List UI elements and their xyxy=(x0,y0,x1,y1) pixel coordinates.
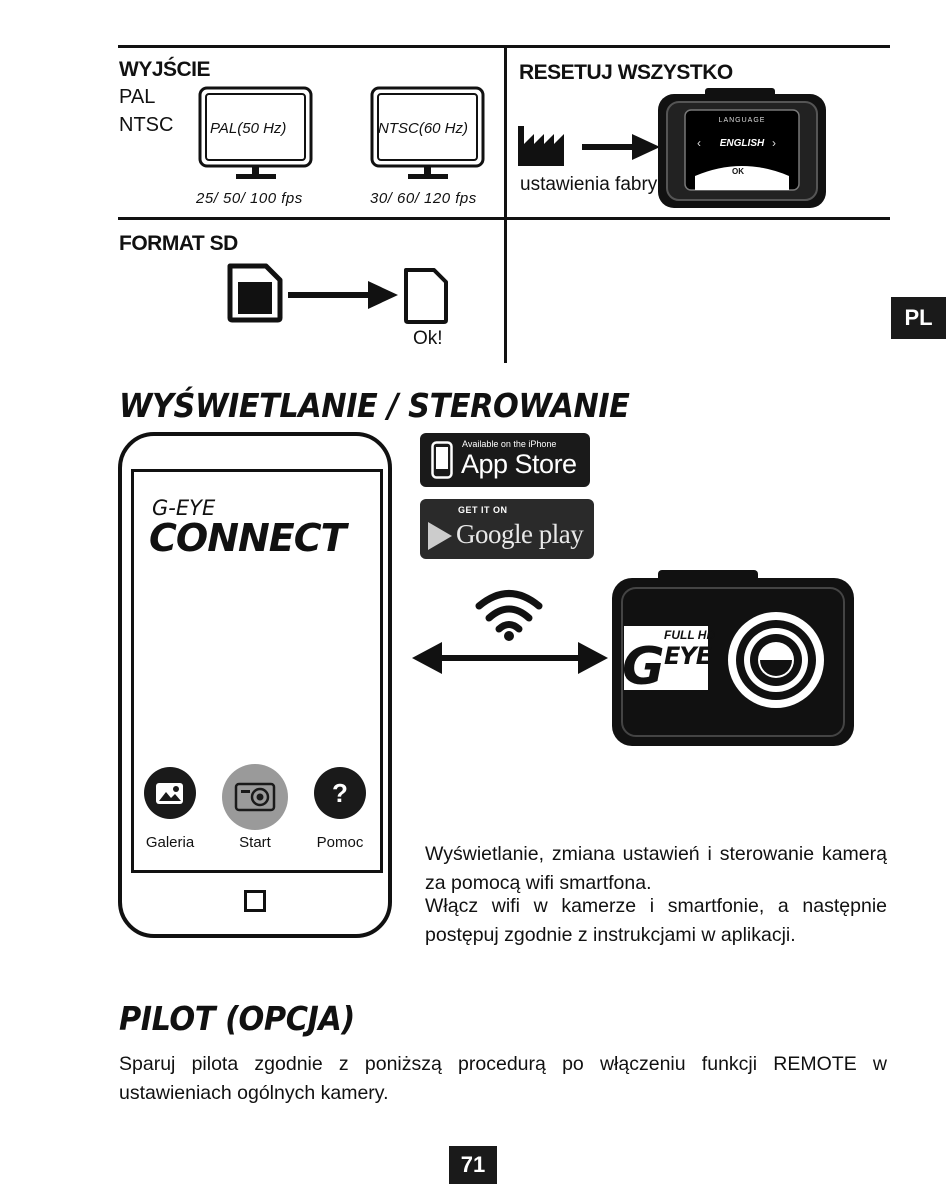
pilot-paragraph: Sparuj pilota zgodnie z poniższą procedu… xyxy=(119,1053,887,1104)
page-number: 71 xyxy=(449,1146,497,1184)
app-store-small-text: Available on the iPhone xyxy=(462,439,557,449)
empty-card-icon xyxy=(404,268,448,324)
camera-back-icon xyxy=(658,88,826,208)
display-paragraph-2: Włącz wifi w kamerze i smartfonie, a nas… xyxy=(425,895,887,946)
google-play-small-text: GET IT ON xyxy=(458,505,508,515)
google-play-big-text: Google play xyxy=(456,519,584,549)
smartphone-screen xyxy=(131,469,383,873)
format-ok-label: Ok! xyxy=(413,328,443,349)
sd-card-icon xyxy=(227,263,283,323)
display-paragraph-1: Wyświetlanie, zmiana ustawień i sterowan… xyxy=(425,843,887,894)
pilot-section-title: PILOT (OPCJA) xyxy=(119,999,355,1038)
help-button[interactable]: ? xyxy=(314,767,366,819)
app-logo-geye: G-EYE xyxy=(152,496,216,520)
app-logo-bottom: CONNECT xyxy=(149,516,347,560)
app-store-big-text: App Store xyxy=(461,449,577,479)
gallery-button[interactable] xyxy=(144,767,196,819)
smartphone xyxy=(118,432,392,938)
camera-g-letter: G xyxy=(622,637,665,697)
start-label: Start xyxy=(239,834,271,851)
factory-caption: ustawienia fabryczne xyxy=(520,174,698,195)
camera-screen-left-icon: ‹ xyxy=(697,136,701,150)
format-heading: FORMAT SD xyxy=(119,232,238,255)
camera-screen-right-icon: › xyxy=(772,136,776,150)
format-arrow-icon xyxy=(288,281,398,309)
camera-screen-value: ENGLISH xyxy=(719,138,765,149)
reset-arrow-icon xyxy=(582,134,660,160)
bidirectional-arrow-icon xyxy=(412,642,608,674)
table-vertical-rule xyxy=(504,45,507,363)
output-heading: WYJŚCIE xyxy=(119,58,211,81)
factory-icon xyxy=(518,126,564,166)
ntsc-monitor-icon xyxy=(370,86,485,179)
display-section-title: WYŚWIETLANIE / STEROWANIE xyxy=(119,386,630,425)
gallery-icon xyxy=(156,783,183,804)
help-label: Pomoc xyxy=(316,834,364,851)
camera-screen-language: LANGUAGE xyxy=(718,117,766,124)
app-logo-top: G-EYE xyxy=(152,496,215,520)
google-play-badge[interactable]: GET IT ON Google play xyxy=(420,499,594,559)
action-camera-icon xyxy=(612,570,854,746)
gallery-label: Galeria xyxy=(145,834,195,851)
camera-screen-ok: OK xyxy=(732,167,744,176)
reset-heading: RESETUJ WSZYSTKO xyxy=(519,61,733,84)
app-store-badge[interactable]: Available on the iPhone App Store xyxy=(420,433,590,487)
output-option-ntsc: NTSC xyxy=(119,114,174,136)
smartphone-home-button xyxy=(244,890,266,912)
pal-fps: 25/ 50/ 100 fps xyxy=(196,190,303,207)
camera-start-icon xyxy=(234,782,276,812)
play-triangle-icon xyxy=(428,522,452,550)
help-icon: ? xyxy=(332,777,348,808)
pal-screen-label: PAL(50 Hz) xyxy=(210,120,287,137)
output-option-pal: PAL xyxy=(119,86,156,108)
pal-monitor-icon xyxy=(198,86,313,179)
camera-fullhd-badge: FULL HD xyxy=(664,628,716,642)
iphone-icon xyxy=(431,441,453,479)
ntsc-fps: 30/ 60/ 120 fps xyxy=(370,190,477,207)
start-button[interactable] xyxy=(222,764,288,830)
camera-brand: EYE xyxy=(664,642,712,670)
wifi-icon xyxy=(475,590,543,641)
language-tab: PL xyxy=(891,297,946,339)
ntsc-screen-label: NTSC(60 Hz) xyxy=(378,120,469,137)
